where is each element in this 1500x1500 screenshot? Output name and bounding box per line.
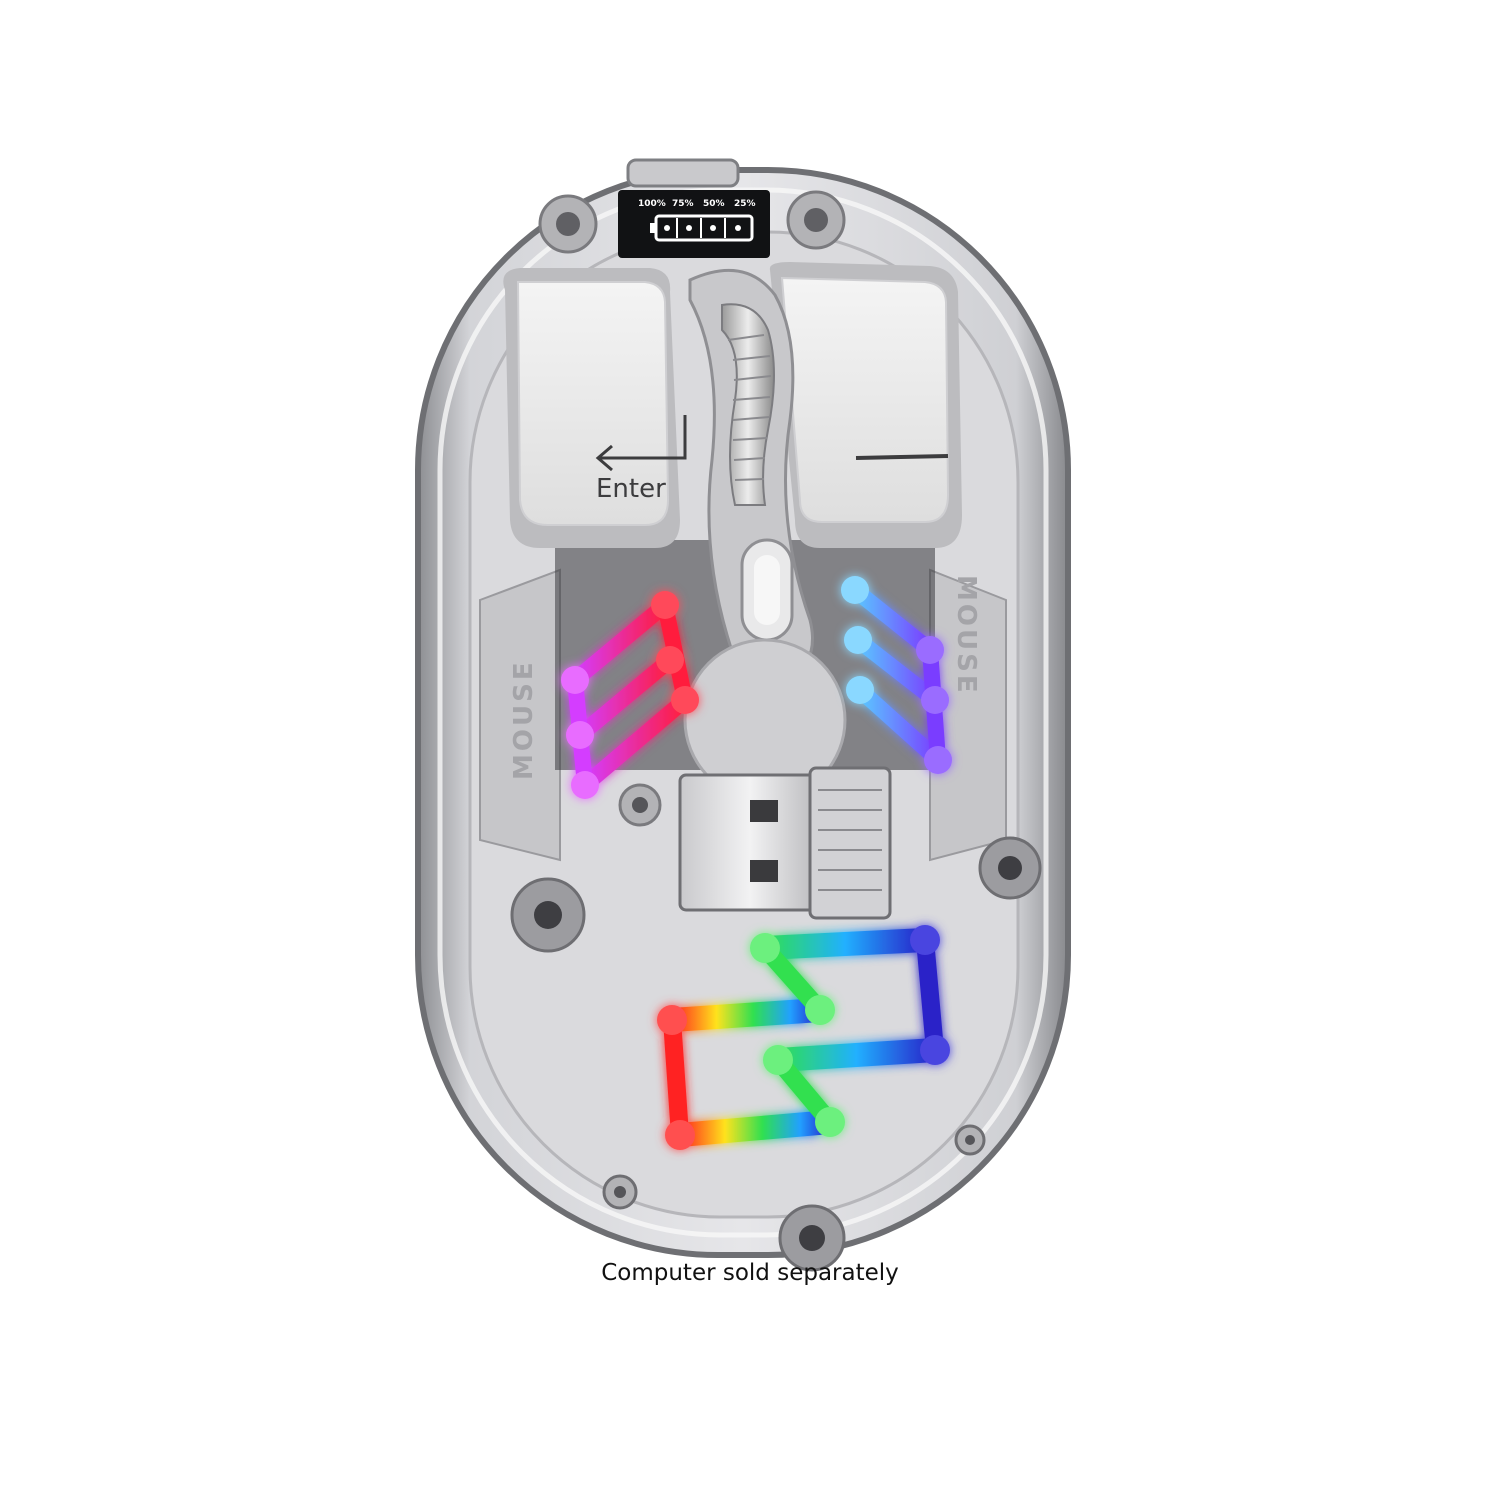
battery-label-50: 50% [703, 199, 725, 209]
underscore-icon [855, 454, 949, 460]
right-keycap[interactable] [769, 262, 962, 548]
usb-receiver-icon [678, 766, 892, 920]
battery-indicator: 100% 75% 50% 25% [618, 190, 770, 258]
rgb-light-left [561, 591, 699, 799]
dpi-button[interactable] [740, 538, 794, 642]
side-label-left: MOUSE [509, 659, 539, 780]
screw-icon [510, 783, 1042, 953]
rgb-light-bottom [657, 925, 950, 1150]
side-panel-right: MOUSE [929, 568, 1007, 862]
battery-label-75: 75% [672, 199, 694, 209]
screw-icon [602, 1124, 986, 1272]
battery-label-25: 25% [734, 199, 756, 209]
scroll-wheel[interactable] [721, 303, 775, 506]
rgb-light-right [841, 576, 952, 774]
side-label-right: MOUSE [951, 575, 981, 696]
side-panel-left: MOUSE [479, 568, 561, 862]
enter-key-label: Enter [596, 474, 666, 504]
usb-c-port [626, 158, 740, 188]
battery-label-100: 100% [638, 199, 666, 209]
battery-icon [650, 214, 754, 242]
caption-text: Computer sold separately [601, 1260, 899, 1286]
enter-arrow-icon [595, 415, 687, 472]
screw-icon [538, 190, 846, 254]
left-keycap[interactable]: Enter [503, 268, 687, 548]
